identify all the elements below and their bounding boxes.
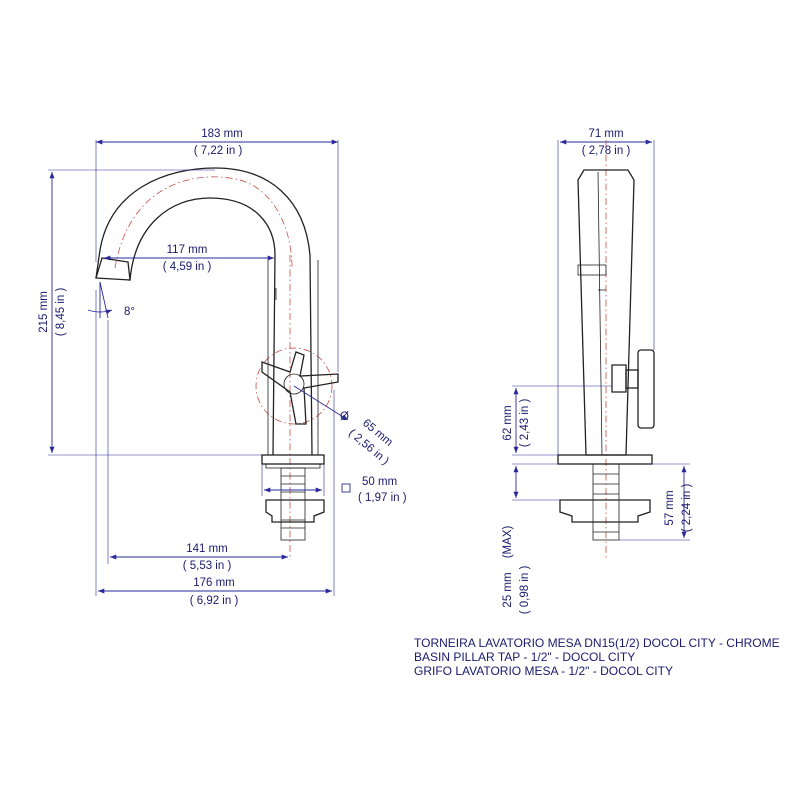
side-handle-stem xyxy=(611,364,627,393)
dim-handle-height-mm: 62 mm xyxy=(502,405,514,440)
spout-outer xyxy=(95,167,313,456)
dim-depth-in: ( 2,78 in ) xyxy=(582,145,631,157)
threaded-shank xyxy=(280,467,306,541)
handle-cross xyxy=(261,351,339,425)
dim-handle-height-in: ( 2,43 in ) xyxy=(519,399,531,448)
lock-nut xyxy=(265,499,325,523)
dim-spout-reach-mm: 117 mm xyxy=(167,244,208,256)
dim-spout-angle: 8° xyxy=(124,306,135,318)
dim-counter-thickness-mm: 25 mm xyxy=(502,572,514,607)
dim-width-total-mm: 183 mm xyxy=(201,128,243,140)
caption-line-pt: TORNEIRA LAVATORIO MESA DN15(1/2) DOCOL … xyxy=(414,636,780,650)
handle-centerline-circle xyxy=(255,347,333,425)
handle-hub xyxy=(283,373,305,395)
caption-line-es: GRIFO LAVATORIO MESA - 1/2" - DOCOL CITY xyxy=(414,664,673,678)
dim-thread-length-in: ( 2,24 in ) xyxy=(681,484,693,533)
dim-base-to-spout-mm: 141 mm xyxy=(186,543,228,555)
base-flange xyxy=(261,454,325,465)
dim-thread-length-mm: 57 mm xyxy=(664,490,676,525)
angle-arc xyxy=(87,309,113,315)
dim-handle-diameter-leader xyxy=(293,385,349,421)
spout-tip xyxy=(95,257,131,281)
dim-spout-reach-in: ( 4,59 in ) xyxy=(163,261,212,273)
side-threaded-shank xyxy=(592,463,620,541)
angle-line xyxy=(99,281,109,319)
square-symbol xyxy=(341,483,351,493)
side-view: 71 mm ( 2,78 in ) 62 mm ( 2,43 in ) 57 m… xyxy=(502,128,693,614)
dim-handle-diameter-symbol: Ø xyxy=(340,411,349,423)
dim-width-total-in: ( 7,22 in ) xyxy=(194,145,243,157)
product-caption: TORNEIRA LAVATORIO MESA DN15(1/2) DOCOL … xyxy=(414,636,794,678)
dim-base-to-spout-max-mm: 176 mm xyxy=(193,577,235,589)
dim-counter-thickness-in: ( 0,98 in ) xyxy=(519,566,531,615)
side-spout-tip xyxy=(577,264,607,276)
front-view: 183 mm ( 7,22 in ) 117 mm ( 4,59 in ) 21… xyxy=(38,128,407,607)
spout-centerline xyxy=(114,176,293,269)
dim-depth-mm: 71 mm xyxy=(588,128,623,140)
dim-counter-thickness-note: (MAX) xyxy=(502,526,514,559)
dim-flange-mm: 50 mm xyxy=(362,476,397,488)
shank-threads xyxy=(281,475,305,529)
dim-height-total-mm: 215 mm xyxy=(38,291,50,333)
dim-height-total-in: ( 8,45 in ) xyxy=(55,288,67,337)
side-handle-lever xyxy=(637,349,655,429)
side-lock-nut xyxy=(559,499,651,523)
side-body-edge xyxy=(597,171,603,456)
dim-flange-in: ( 1,97 in ) xyxy=(358,492,407,504)
caption-line-en: BASIN PILLAR TAP - 1/2" - DOCOL CITY xyxy=(414,650,636,664)
dim-base-to-spout-max-in: ( 6,92 in ) xyxy=(190,595,239,607)
dim-base-to-spout-in: ( 5,53 in ) xyxy=(183,560,232,572)
spout-inner xyxy=(129,197,276,456)
side-base-flange xyxy=(557,454,653,465)
